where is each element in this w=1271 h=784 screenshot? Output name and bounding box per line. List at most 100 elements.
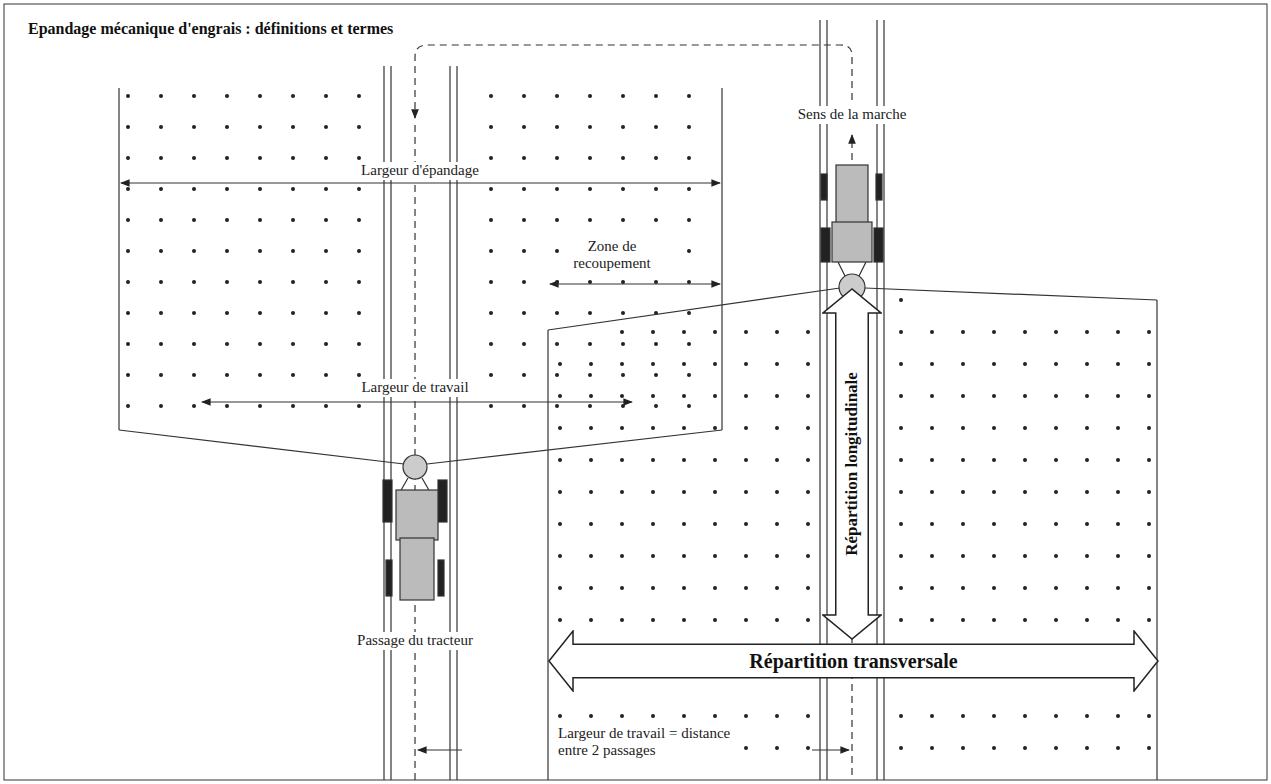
fertilizer-dot [899,394,903,398]
fertilizer-dot [1023,426,1027,430]
fertilizer-dot [225,156,229,160]
fertilizer-dot [806,522,810,526]
fertilizer-dot [1085,714,1089,718]
fertilizer-dot [489,94,493,98]
fertilizer-dot [1054,330,1058,334]
fertilizer-dot [930,586,934,590]
fertilizer-dot [588,218,592,222]
fertilizer-dot [775,362,779,366]
fertilizer-dot [192,125,196,129]
fertilizer-dot [192,373,196,377]
fertilizer-dot [489,373,493,377]
fertilizer-dot [555,218,559,222]
fertilizer-dot [621,94,625,98]
fertilizer-dot [682,522,686,526]
annotation-label: Largeur de travail = distance entre 2 pa… [555,725,741,760]
fertilizer-dot [159,342,163,346]
fertilizer-dot [1054,714,1058,718]
fertilizer-dot [682,490,686,494]
fertilizer-dot [806,586,810,590]
fertilizer-dot [992,490,996,494]
fertilizer-dot [930,522,934,526]
fertilizer-dot [930,490,934,494]
fertilizer-dot [713,426,717,430]
fertilizer-dot [225,373,229,377]
fertilizer-dot [651,714,655,718]
fertilizer-dot [159,373,163,377]
fertilizer-dot [654,218,658,222]
fertilizer-dot [522,94,526,98]
fertilizer-dot [357,249,361,253]
fertilizer-dot [159,94,163,98]
fertilizer-dot [126,218,130,222]
fertilizer-dot [522,342,526,346]
fertilizer-dot [357,218,361,222]
fertilizer-dot [744,714,748,718]
fertilizer-dot [1054,426,1058,430]
fertilizer-dot [930,362,934,366]
fertilizer-dot [992,714,996,718]
fertilizer-dot [1054,618,1058,622]
fertilizer-dot [687,311,691,315]
fertilizer-dot [620,458,624,462]
fertilizer-dot [126,280,130,284]
fertilizer-dot [806,330,810,334]
fertilizer-dot [1116,490,1120,494]
fertilizer-dot [558,586,562,590]
fertilizer-dot [1147,394,1151,398]
fertilizer-dot [713,362,717,366]
fertilizer-dot [775,522,779,526]
fertilizer-dot [620,330,624,334]
fertilizer-dot [159,280,163,284]
fertilizer-dot [1023,362,1027,366]
fertilizer-dot [192,94,196,98]
fertilizer-dot [1116,362,1120,366]
fertilizer-dot [1116,458,1120,462]
fertilizer-dot [992,618,996,622]
fertilizer-dot [961,554,965,558]
fertilizer-dot [357,404,361,408]
fertilizer-dot [651,522,655,526]
fertilizer-dot [522,311,526,315]
fertilizer-dot [1085,394,1089,398]
fertilizer-dot [806,458,810,462]
fertilizer-dot [225,311,229,315]
fertilizer-dot [806,426,810,430]
fertilizer-dot [620,426,624,430]
fertilizer-dot [324,280,328,284]
fertilizer-dot [1023,586,1027,590]
left-spread-outline [119,88,722,464]
fertilizer-dot [558,490,562,494]
fertilizer-dot [588,94,592,98]
fertilizer-dot [555,404,559,408]
fertilizer-dot [1116,426,1120,430]
fertilizer-dot [1147,714,1151,718]
fertilizer-dot [258,218,262,222]
fertilizer-dot [258,404,262,408]
fertilizer-dot [744,554,748,558]
fertilizer-dot [558,618,562,622]
fertilizer-dot [357,311,361,315]
fertilizer-dot [1085,330,1089,334]
fertilizer-dot [930,426,934,430]
fertilizer-dot [1023,714,1027,718]
fertilizer-dot [126,156,130,160]
fertilizer-dot [682,586,686,590]
fertilizer-dot [489,156,493,160]
fertilizer-dot [713,554,717,558]
fertilizer-dot [621,311,625,315]
fertilizer-dot [899,522,903,526]
annotation-label: Largeur d'épandage [358,162,482,179]
fertilizer-dot [522,404,526,408]
annotation-label: Zone de recoupement [559,238,665,273]
fertilizer-dot [682,554,686,558]
right-spread-outline [548,288,1157,780]
fertilizer-dot [1023,746,1027,750]
fertilizer-dot [291,156,295,160]
fertilizer-dot [806,554,810,558]
fertilizer-dot [589,618,593,622]
fertilizer-dot [558,458,562,462]
fertilizer-dot [357,125,361,129]
fertilizer-dot [225,125,229,129]
fertilizer-dot [558,554,562,558]
